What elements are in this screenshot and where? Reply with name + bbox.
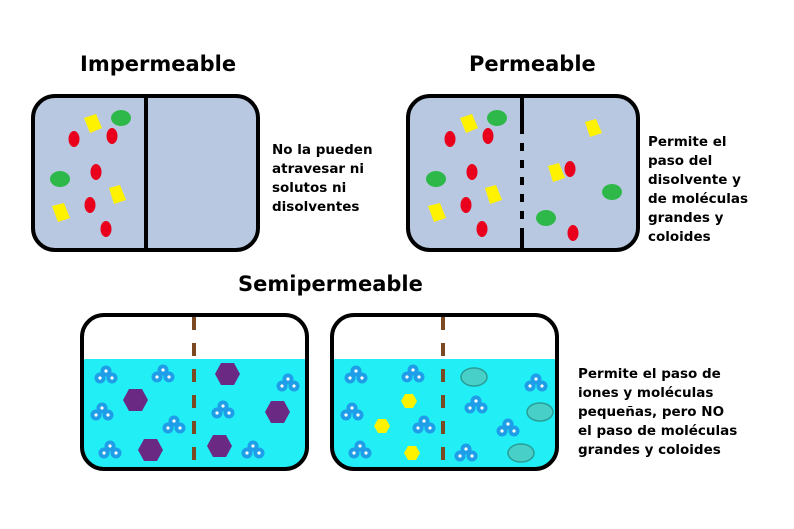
green-particle	[487, 110, 507, 126]
yellow-particle	[485, 185, 502, 204]
permeable-description-line: grandes y	[648, 210, 724, 226]
red-particle	[444, 131, 456, 147]
yellow-particle	[109, 185, 126, 204]
yellow-particle	[52, 203, 70, 222]
impermeable-container	[31, 94, 260, 252]
red-particle	[90, 164, 102, 180]
semipermeable-container-left	[80, 313, 309, 471]
permeable-description-line: coloides	[648, 229, 711, 245]
teal-colloid	[526, 402, 554, 422]
red-particle	[466, 164, 478, 180]
red-particle	[460, 197, 472, 213]
yellow-particle	[548, 163, 565, 182]
permeable-title: Permeable	[469, 52, 596, 76]
permeable-description-line: Permite el	[648, 134, 727, 150]
impermeable-description-line: atravesar ni	[272, 161, 365, 177]
purple-hexagon	[138, 439, 163, 461]
water	[334, 359, 555, 467]
permeable-container	[406, 94, 640, 252]
semipermeable-description-line: Permite el paso de	[578, 366, 721, 382]
impermeable-title: Impermeable	[80, 52, 237, 76]
impermeable-description: No la pueden atravesar ni solutos ni dis…	[272, 141, 373, 217]
green-particle	[50, 171, 70, 187]
green-particle	[602, 184, 622, 200]
semipermeable-description-line: pequeñas, pero NO	[578, 404, 725, 420]
teal-colloid	[460, 367, 488, 387]
semipermeable-description: Permite el paso de iones y moléculas peq…	[578, 365, 737, 460]
yellow-particle	[84, 114, 102, 133]
semipermeable-description-line: iones y moléculas	[578, 385, 714, 401]
semipermeable-description-line: el paso de moléculas	[578, 423, 738, 439]
purple-hexagon	[215, 363, 240, 385]
semipermeable-description-line: grandes y coloides	[578, 442, 721, 458]
permeable-description-line: paso del	[648, 153, 713, 169]
yellow-hexagon	[404, 446, 420, 460]
teal-colloid	[507, 443, 535, 463]
yellow-particle	[428, 203, 446, 222]
red-particle	[567, 225, 579, 241]
red-particle	[564, 161, 576, 177]
yellow-particle	[585, 119, 602, 137]
purple-hexagon	[265, 401, 290, 423]
semipermeable-container-right	[330, 313, 559, 471]
impermeable-description-line: disolventes	[272, 199, 360, 215]
permeable-description: Permite el paso del disolvente y de molé…	[648, 133, 748, 247]
permeable-description-line: de moléculas	[648, 191, 749, 207]
semipermeable-title: Semipermeable	[238, 272, 423, 296]
red-particle	[476, 221, 488, 237]
red-particle	[482, 128, 494, 144]
red-particle	[106, 128, 118, 144]
yellow-hexagon	[374, 419, 390, 433]
green-particle	[536, 210, 556, 226]
permeable-description-line: disolvente y	[648, 172, 741, 188]
purple-hexagon	[123, 389, 148, 411]
purple-hexagon	[207, 435, 232, 457]
red-particle	[100, 221, 112, 237]
green-particle	[111, 110, 131, 126]
green-particle	[426, 171, 446, 187]
impermeable-description-line: solutos ni	[272, 180, 347, 196]
impermeable-description-line: No la pueden	[272, 142, 373, 158]
yellow-hexagon	[401, 394, 417, 408]
yellow-particle	[460, 114, 478, 133]
red-particle	[84, 197, 96, 213]
water	[84, 359, 305, 467]
red-particle	[68, 131, 80, 147]
